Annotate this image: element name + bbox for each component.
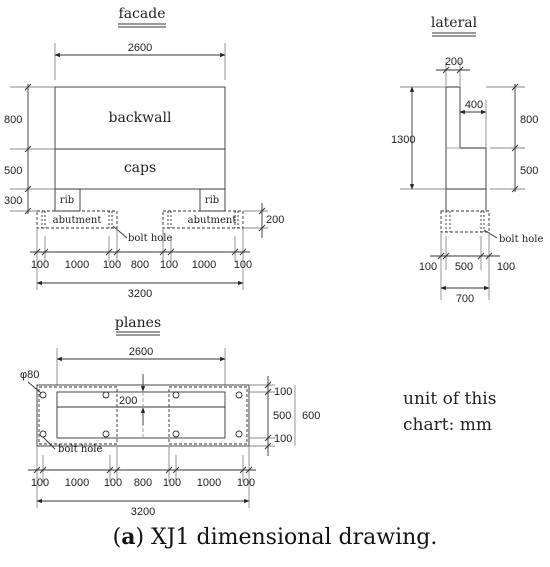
planes-title: planes [115,315,161,331]
bolt-hole-7 [172,430,180,438]
facade-b6: 1000 [192,259,216,271]
facade-b1: 100 [31,259,49,271]
lateral-title: lateral [431,15,478,31]
planes-top-width: 2600 [129,346,153,358]
lateral-top-width: 200 [445,56,463,68]
facade-h-abutment: 200 [266,214,284,226]
bolt-hole-5 [39,430,47,438]
planes-b3: 100 [104,477,122,489]
backwall-label: backwall [109,110,172,126]
facade-h-backwall: 800 [4,114,22,126]
planes-hole-dia: φ80 [20,369,39,381]
facade-title: facade [119,6,166,22]
planes-b5: 100 [163,477,181,489]
caps-block [54,148,226,190]
lateral-b2: 500 [455,261,473,273]
facade-b2: 1000 [65,259,89,271]
facade-b4: 800 [131,259,149,271]
facade-h-rib: 300 [4,195,22,207]
lateral-height-total: 1300 [391,134,415,146]
lateral-h-upper: 800 [520,114,538,126]
caption-text: XJ1 dimensional drawing. [151,525,438,550]
caption-label: a [121,524,136,550]
bolt-hole-2 [102,391,110,399]
bolt-hole-4 [235,391,243,399]
lateral-bolt-hole-label: bolt hole [499,234,543,245]
bolt-hole-6 [102,430,110,438]
facade-view [10,23,268,290]
planes-b2: 1000 [65,477,89,489]
lateral-step-width: 400 [465,99,483,111]
facade-top-width: 2600 [128,42,152,54]
rib-left-label: rib [60,195,74,206]
unit-note-line2: chart: mm [403,415,492,435]
planes-bolt-hole-label: bolt hole [58,444,102,455]
facade-b7: 100 [234,259,252,271]
facade-total: 3200 [128,288,152,300]
planes-b7: 100 [237,477,255,489]
lateral-h-lower: 500 [520,165,538,177]
facade-bolt-hole-label: bolt hole [128,233,172,244]
plan-deck [56,391,226,439]
planes-view [27,331,296,508]
technical-drawing: facade 2600 backwall caps rib rib abutme… [4,6,543,518]
abutment-left [36,210,118,229]
planes-r3: 100 [274,433,292,445]
rib-right-label: rib [205,195,219,206]
bolt-hole-3 [172,391,180,399]
facade-b3: 100 [103,259,121,271]
abutment-left-label: abutment [53,215,102,226]
planes-r1: 100 [274,386,292,398]
facade-b5: 100 [160,259,178,271]
unit-note-line1: unit of this [403,389,496,409]
planes-r2: 500 [273,410,291,422]
rib-right [199,188,226,212]
planes-b1: 100 [31,477,49,489]
lateral-b3: 100 [497,261,515,273]
planes-height-total: 600 [302,410,320,422]
plan-abutment-left [38,386,118,445]
caps-label: caps [124,160,156,176]
lateral-total: 700 [456,293,474,305]
bolt-hole-1 [39,391,47,399]
figure-caption: (a) XJ1 dimensional drawing. [112,524,438,550]
lateral-b1: 100 [419,261,437,273]
facade-h-caps: 500 [4,165,22,177]
lateral-base [440,210,490,233]
planes-total: 3200 [131,506,155,518]
planes-b6: 1000 [197,477,221,489]
planes-b4: 800 [134,477,152,489]
lateral-view [400,32,525,300]
planes-gap: 200 [119,395,137,407]
bolt-hole-8 [235,430,243,438]
abutment-right-label: abutment [188,215,237,226]
abutment-right [162,210,244,229]
plan-abutment-right [168,386,248,445]
